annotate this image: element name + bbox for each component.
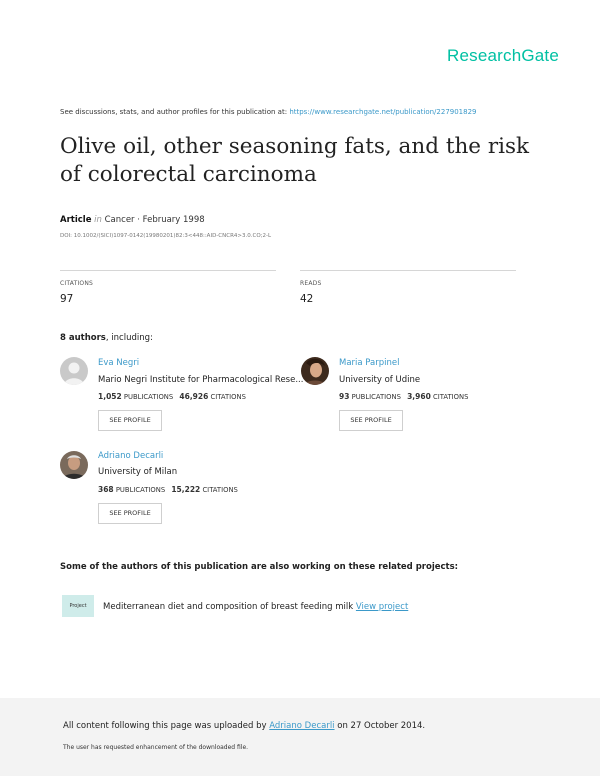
researchgate-logo[interactable]: ResearchGate xyxy=(447,46,560,65)
authors-heading: 8 authors, including: xyxy=(60,333,153,343)
citations-value: 97 xyxy=(60,293,74,305)
citations-count: 15,222 xyxy=(171,485,201,494)
reads-value: 42 xyxy=(300,293,314,305)
discussion-line: See discussions, stats, and author profi… xyxy=(60,108,477,116)
avatar[interactable] xyxy=(60,357,88,385)
authors-including: , including: xyxy=(105,333,153,343)
publication-title: Olive oil, other seasoning fats, and the… xyxy=(60,134,530,187)
upload-notice: All content following this page was uplo… xyxy=(63,721,425,731)
journal-date: Cancer · February 1998 xyxy=(104,215,205,225)
publication-type: Article xyxy=(60,215,92,225)
meta-in-label: in xyxy=(94,215,102,225)
citations-count: 46,926 xyxy=(179,392,209,401)
enhancement-notice: The user has requested enhancement of th… xyxy=(63,744,249,751)
publications-count: 93 xyxy=(339,392,350,401)
avatar[interactable] xyxy=(301,357,329,385)
citations-label: CITATIONS xyxy=(202,486,238,494)
citations-label: CITATIONS xyxy=(60,280,94,287)
reads-label: READS xyxy=(300,280,322,287)
author-photo-icon xyxy=(301,357,329,385)
avatar[interactable] xyxy=(60,451,88,479)
upload-notice-pre: All content following this page was uplo… xyxy=(63,721,270,731)
publications-label: PUBLICATIONS xyxy=(351,393,401,401)
footer xyxy=(0,698,600,776)
discussion-text: See discussions, stats, and author profi… xyxy=(60,108,290,116)
author-name-link[interactable]: Maria Parpinel xyxy=(339,358,400,368)
uploader-link[interactable]: Adriano Decarli xyxy=(269,721,335,731)
see-profile-button[interactable]: SEE PROFILE xyxy=(98,410,162,431)
author-stats: 1,052 PUBLICATIONS 46,926 CITATIONS xyxy=(98,392,246,401)
citations-count: 3,960 xyxy=(407,392,431,401)
see-profile-button[interactable]: SEE PROFILE xyxy=(98,503,162,524)
reads-divider xyxy=(300,270,516,271)
author-photo-icon xyxy=(60,451,88,479)
author-institution: Mario Negri Institute for Pharmacologica… xyxy=(98,375,304,385)
view-project-link[interactable]: View project xyxy=(355,602,409,612)
publication-url-link[interactable]: https://www.researchgate.net/publication… xyxy=(289,108,477,116)
project-title: Mediterranean diet and composition of br… xyxy=(103,602,356,612)
citations-divider xyxy=(60,270,276,271)
authors-count: 8 authors xyxy=(60,333,106,343)
doi: DOI: 10.1002/(SICI)1097-0142(19980201)82… xyxy=(60,233,272,239)
citations-label: CITATIONS xyxy=(210,393,246,401)
publications-count: 368 xyxy=(98,485,114,494)
author-institution: University of Milan xyxy=(98,467,178,477)
default-avatar-icon xyxy=(60,357,88,385)
see-profile-button[interactable]: SEE PROFILE xyxy=(339,410,403,431)
publications-label: PUBLICATIONS xyxy=(115,486,166,494)
publications-label: PUBLICATIONS xyxy=(123,393,174,401)
author-stats: 93 PUBLICATIONS 3,960 CITATIONS xyxy=(339,392,468,401)
author-institution: University of Udine xyxy=(339,375,421,385)
author-stats: 368 PUBLICATIONS 15,222 CITATIONS xyxy=(98,485,238,494)
upload-notice-post: on 27 October 2014. xyxy=(334,721,426,731)
project-item: Mediterranean diet and composition of br… xyxy=(103,602,408,612)
author-name-link[interactable]: Adriano Decarli xyxy=(98,451,164,461)
project-icon: Project xyxy=(62,595,94,617)
citations-label: CITATIONS xyxy=(433,393,469,401)
publications-count: 1,052 xyxy=(98,392,122,401)
author-name-link[interactable]: Eva Negri xyxy=(98,358,140,368)
related-projects-heading: Some of the authors of this publication … xyxy=(60,562,459,572)
publication-meta: Article in Cancer · February 1998 xyxy=(60,215,205,225)
